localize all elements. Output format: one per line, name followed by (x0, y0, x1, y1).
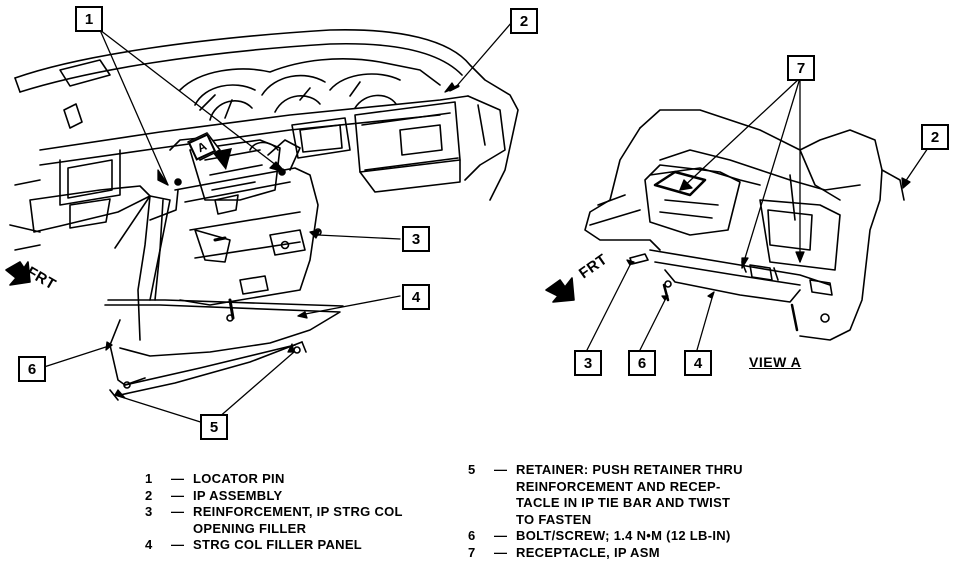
callout-5: 5 (200, 414, 228, 440)
callout-7: 7 (787, 55, 815, 81)
callout-1: 1 (75, 6, 103, 32)
leader-lines-main (43, 21, 513, 426)
callout-2-main: 2 (510, 8, 538, 34)
legend-item: 3—REINFORCEMENT, IP STRG COL (145, 504, 403, 519)
view-a-title: VIEW A (749, 354, 802, 370)
callout-3-main: 3 (402, 226, 430, 252)
callout-4-view: 4 (684, 350, 712, 376)
leader-lines-view (586, 77, 931, 351)
callout-3-view: 3 (574, 350, 602, 376)
legend-left: 1—LOCATOR PIN 2—IP ASSEMBLY 3—REINFORCEM… (145, 471, 403, 554)
legend-item: 6—BOLT/SCREW; 1.4 N•M (12 LB-IN) (468, 528, 731, 543)
view-a-drawing (545, 109, 905, 341)
legend-item: 7—RECEPTACLE, IP ASM (468, 544, 660, 560)
callout-6-main: 6 (18, 356, 46, 382)
ip-assembly-drawing (5, 28, 519, 401)
legend-item: 2—IP ASSEMBLY (145, 487, 283, 503)
callout-4-main: 4 (402, 284, 430, 310)
legend-item: 4—STRG COL FILLER PANEL (145, 537, 363, 552)
callout-2-view: 2 (921, 124, 949, 150)
callout-6-view: 6 (628, 350, 656, 376)
legend-item: OPENING FILLER (193, 520, 307, 536)
legend-item: 5—RETAINER: PUSH RETAINER THRU (468, 462, 743, 477)
legend-right: 5—RETAINER: PUSH RETAINER THRU REINFORCE… (468, 462, 743, 561)
legend-item: 1—LOCATOR PIN (145, 471, 285, 486)
legend-item: REINFORCEMENT AND RECEP- (516, 478, 721, 494)
legend-item: TO FASTEN (516, 511, 592, 527)
legend-item: TACLE IN IP TIE BAR AND TWIST (516, 495, 731, 510)
